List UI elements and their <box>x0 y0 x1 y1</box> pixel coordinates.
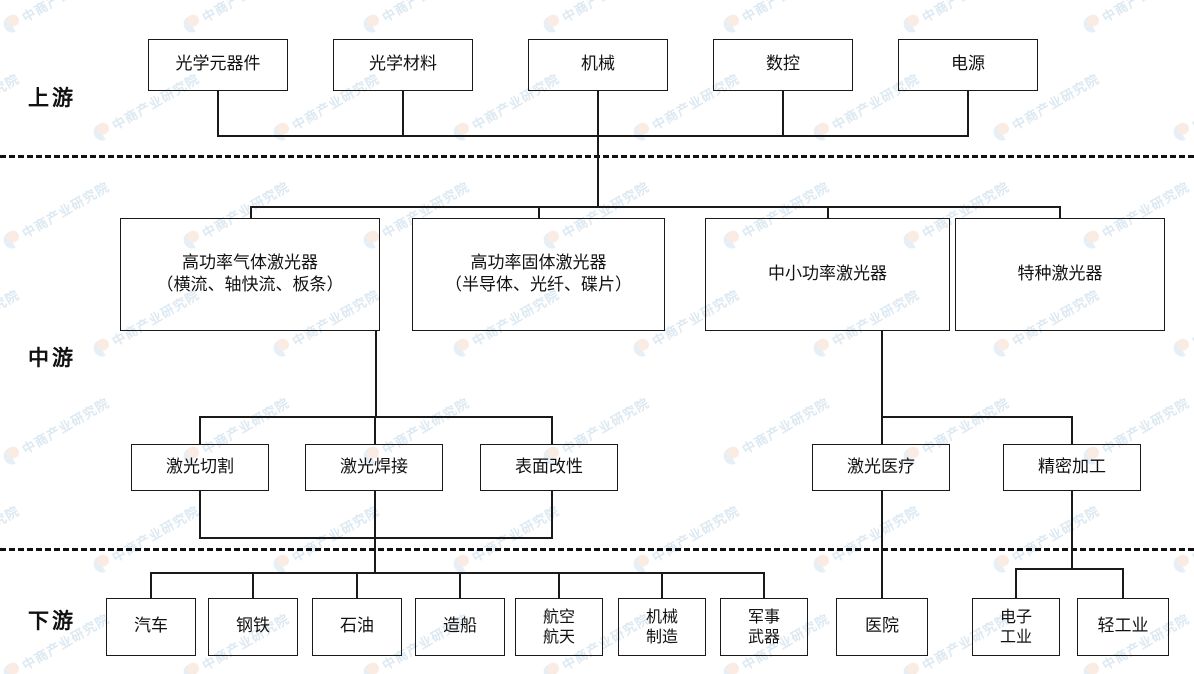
node-military-weapons[interactable]: 军事 武器 <box>720 598 808 656</box>
node-label: 光学材料 <box>369 54 437 75</box>
node-special-laser[interactable]: 特种激光器 <box>955 218 1165 331</box>
node-label: 医院 <box>865 616 899 637</box>
bus-midstream <box>250 206 1060 208</box>
node-label: 高功率气体激光器 （横流、轴快流、板条） <box>156 252 344 295</box>
node-shipbuilding[interactable]: 造船 <box>415 598 505 656</box>
connector-bus-to-laser-cutting <box>199 416 201 445</box>
node-label: 轻工业 <box>1097 616 1149 637</box>
node-label: 机械 制造 <box>645 606 678 646</box>
node-label: 光学元器件 <box>175 54 261 75</box>
node-label: 激光医疗 <box>847 456 915 477</box>
divider-midstream-downstream <box>0 548 1194 551</box>
trunk-applications-to-downstream <box>374 537 376 573</box>
node-label: 电子 工业 <box>999 606 1032 646</box>
node-optical-components[interactable]: 光学元器件 <box>148 39 288 91</box>
node-power-supply[interactable]: 电源 <box>898 39 1038 91</box>
connector-bus-to-machinery-mfg <box>661 572 663 599</box>
connector-cnc-down <box>782 91 784 137</box>
node-label: 石油 <box>340 616 374 637</box>
node-high-power-gas-laser[interactable]: 高功率气体激光器 （横流、轴快流、板条） <box>120 218 380 331</box>
connector-medium-low-power-laser-down <box>881 331 883 418</box>
node-petroleum[interactable]: 石油 <box>312 598 402 656</box>
node-label: 军事 武器 <box>747 606 780 646</box>
connector-bus-to-medium-low-power-laser <box>827 206 829 219</box>
node-light-industry[interactable]: 轻工业 <box>1077 598 1169 656</box>
node-label: 数控 <box>766 54 800 75</box>
node-laser-welding[interactable]: 激光焊接 <box>305 444 443 491</box>
node-label: 激光焊接 <box>340 456 408 477</box>
bus-downstream <box>150 572 764 574</box>
node-electronics-ind[interactable]: 电子 工业 <box>972 598 1060 656</box>
node-label: 机械 <box>581 54 615 75</box>
connector-laser-welding-down <box>374 491 376 538</box>
connector-solid-laser-down <box>375 331 377 418</box>
node-label: 航空 航天 <box>542 606 575 646</box>
bus-applications-merge <box>199 537 553 539</box>
connector-bus-to-shipbuilding <box>459 572 461 599</box>
connector-bus-to-steel <box>252 572 254 599</box>
node-label: 钢铁 <box>236 616 270 637</box>
connector-power-supply-down <box>967 91 969 137</box>
node-label: 中小功率激光器 <box>768 263 887 284</box>
node-laser-cutting[interactable]: 激光切割 <box>131 444 269 491</box>
connector-bus-to-surface-treat <box>551 416 553 445</box>
connector-laser-cutting-down <box>199 491 201 538</box>
node-high-power-solid-laser[interactable]: 高功率固体激光器 （半导体、光纤、碟片） <box>412 218 665 331</box>
node-optical-materials[interactable]: 光学材料 <box>333 39 473 91</box>
node-automobile[interactable]: 汽车 <box>106 598 196 656</box>
bus-laser-applications <box>199 416 553 418</box>
trunk-upstream-to-midstream <box>597 135 599 208</box>
connector-bus-to-military-weapons <box>763 572 765 599</box>
node-hospital[interactable]: 医院 <box>836 598 928 656</box>
bus-precision-downstream <box>1015 568 1124 570</box>
connector-bus-to-electronics-ind <box>1015 568 1017 599</box>
connector-optical-materials-down <box>402 91 404 137</box>
node-label: 造船 <box>443 616 477 637</box>
connector-bus-to-light-industry <box>1122 568 1124 599</box>
connector-laser-medical-to-hospital <box>881 491 883 599</box>
connector-surface-treat-down <box>551 491 553 538</box>
connector-bus-to-special-laser <box>1059 206 1061 219</box>
connector-bus-to-laser-medical <box>881 416 883 445</box>
stage-label-midstream: 中游 <box>28 345 76 370</box>
node-precision-mach[interactable]: 精密加工 <box>1003 444 1141 491</box>
node-label: 汽车 <box>134 616 168 637</box>
node-cnc[interactable]: 数控 <box>713 39 853 91</box>
connector-precision-mach-down <box>1071 491 1073 569</box>
connector-bus-to-high-power-solid-laser <box>538 206 540 219</box>
node-label: 精密加工 <box>1038 456 1106 477</box>
connector-optical-components-down <box>217 91 219 137</box>
node-label: 电源 <box>951 54 985 75</box>
node-aerospace[interactable]: 航空 航天 <box>515 598 603 656</box>
node-label: 表面改性 <box>515 456 583 477</box>
node-surface-treat[interactable]: 表面改性 <box>480 444 618 491</box>
node-machinery-mfg[interactable]: 机械 制造 <box>618 598 706 656</box>
node-label: 特种激光器 <box>1017 263 1103 284</box>
node-machinery[interactable]: 机械 <box>528 39 668 91</box>
connector-machinery-down <box>597 91 599 137</box>
connector-bus-to-laser-welding <box>374 416 376 445</box>
node-laser-medical[interactable]: 激光医疗 <box>812 444 950 491</box>
connector-bus-to-precision-mach <box>1071 416 1073 445</box>
node-steel[interactable]: 钢铁 <box>208 598 298 656</box>
node-label: 高功率固体激光器 （半导体、光纤、碟片） <box>445 252 632 295</box>
connector-bus-to-automobile <box>150 572 152 599</box>
connector-bus-to-high-power-gas-laser <box>250 206 252 219</box>
stage-label-downstream: 下游 <box>28 608 76 633</box>
stage-label-upstream: 上游 <box>28 85 76 110</box>
bus-medical-precision <box>881 416 1072 418</box>
node-medium-low-power-laser[interactable]: 中小功率激光器 <box>705 218 950 331</box>
node-label: 激光切割 <box>166 456 234 477</box>
connector-bus-to-petroleum <box>356 572 358 599</box>
connector-bus-to-aerospace <box>558 572 560 599</box>
bus-upstream <box>217 135 969 137</box>
